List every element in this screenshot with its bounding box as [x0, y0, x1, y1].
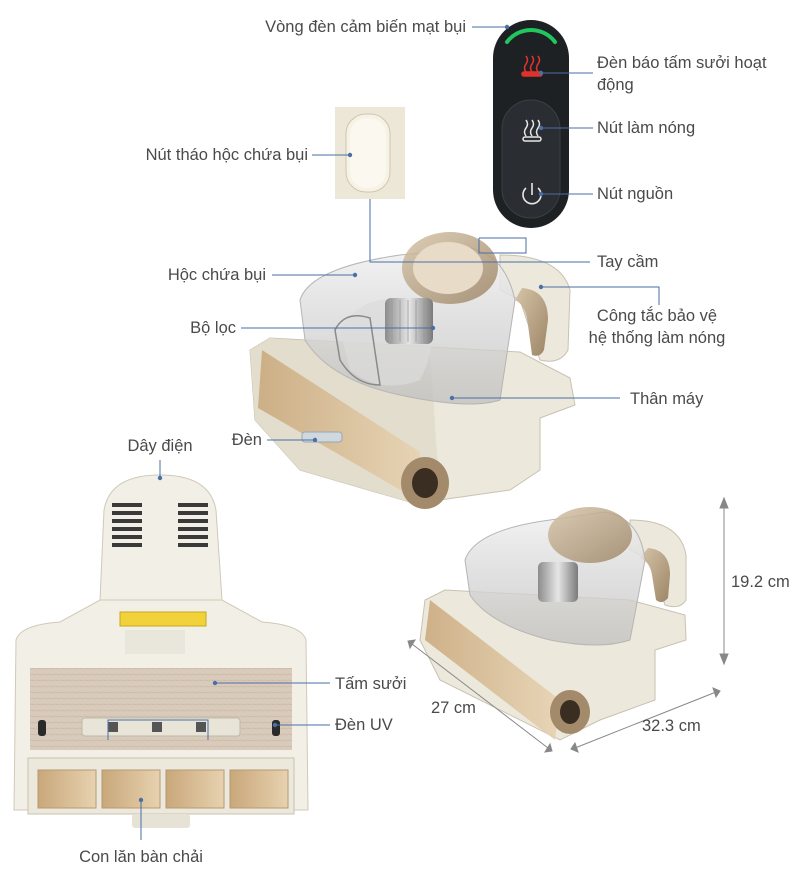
- label-handle: Tay cầm: [597, 253, 659, 271]
- side-product: [419, 507, 687, 741]
- label-dimension-width: 32.3 cm: [642, 717, 701, 735]
- heater-indicator-icon: [521, 55, 543, 77]
- main-product: [249, 232, 576, 509]
- release-button-photo: [335, 107, 405, 199]
- label-heating-plate: Tấm sưởi: [335, 675, 407, 693]
- label-dimension-depth: 27 cm: [431, 699, 476, 717]
- label-light: Đèn: [231, 431, 262, 449]
- leader-dots: [138, 24, 544, 803]
- label-power-cord: Dây điện: [127, 437, 193, 455]
- control-panel: [493, 20, 569, 228]
- leader-lines: [107, 26, 660, 840]
- label-body: Thân máy: [630, 390, 704, 408]
- label-dust-box: Hộc chứa bụi: [167, 266, 266, 284]
- dimension-lines: [407, 496, 729, 753]
- label-heating-safety-switch: Công tắc bảo vệ hệ thống làm nóng: [588, 307, 726, 347]
- label-dust-box-release: Nút tháo hộc chứa bụi: [145, 146, 308, 164]
- label-dust-sensor-ring: Vòng đèn cảm biến mạt bụi: [265, 18, 466, 36]
- label-brush-roller: Con lăn bàn chải: [79, 848, 203, 866]
- bottom-view: [13, 474, 309, 828]
- heat-waves-icon: [522, 119, 542, 142]
- label-heat-button: Nút làm nóng: [597, 119, 696, 137]
- label-power-button: Nút nguồn: [597, 185, 674, 203]
- label-heater-indicator: Đèn báo tấm sưởi hoạt động: [597, 54, 767, 94]
- label-uv-light: Đèn UV: [335, 716, 393, 734]
- sensor-ring-icon: [505, 28, 557, 44]
- label-filter: Bộ lọc: [190, 319, 236, 337]
- label-dimension-height: 19.2 cm: [731, 573, 790, 591]
